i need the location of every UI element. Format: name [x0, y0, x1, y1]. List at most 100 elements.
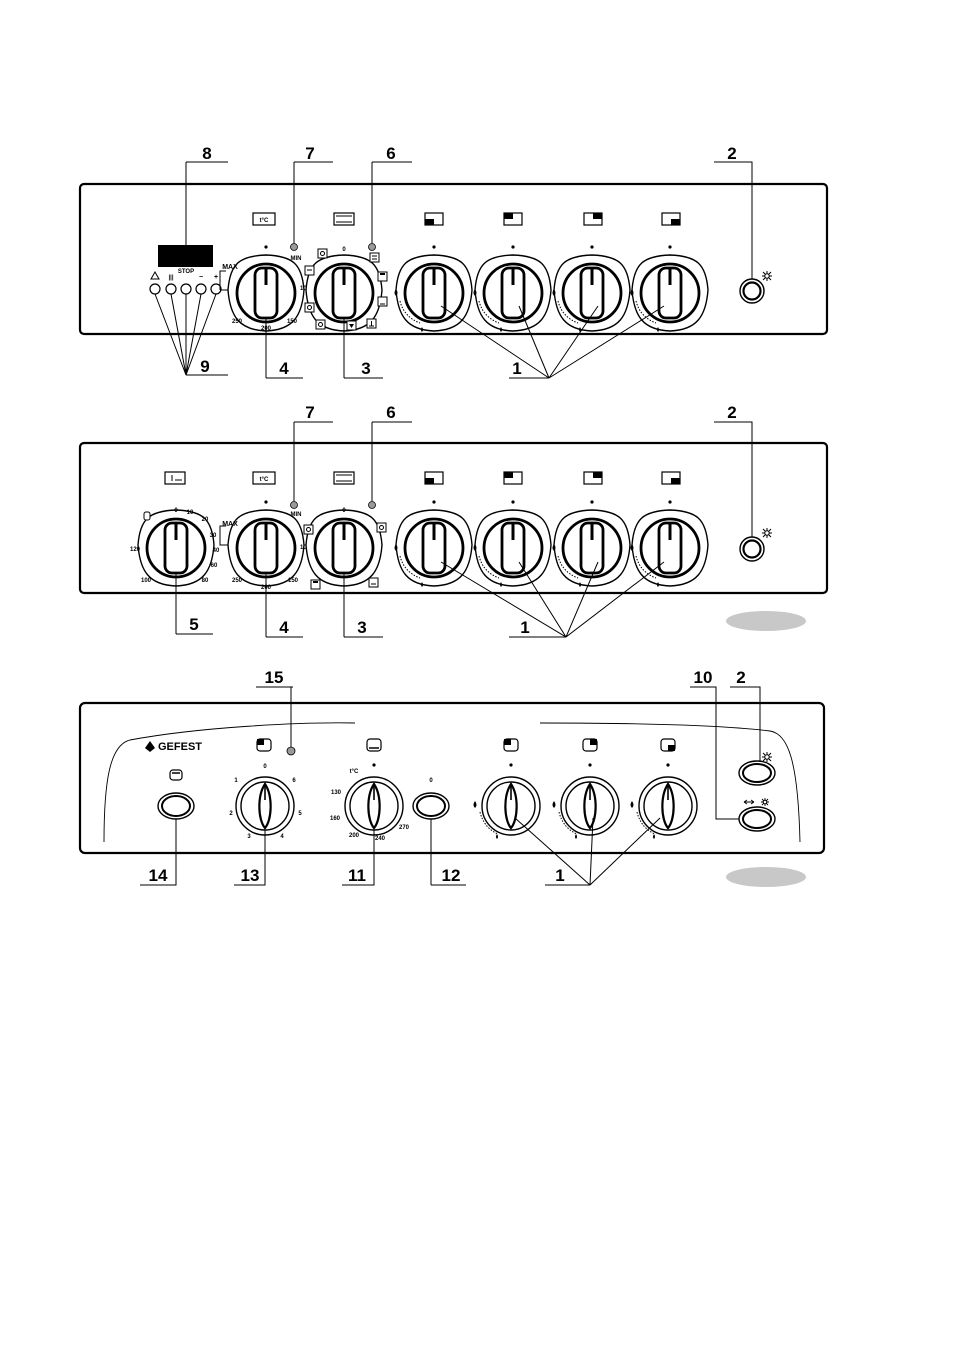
oven-mode-icon: [370, 253, 379, 262]
grill-button[interactable]: [158, 793, 194, 819]
callout-9: 9: [200, 357, 209, 376]
timer-button[interactable]: [166, 284, 176, 294]
callout-7: 7: [305, 144, 314, 163]
burner-position-icon: [584, 472, 602, 484]
oven-button[interactable]: [413, 793, 449, 819]
timer-tick-label: 40: [213, 548, 220, 554]
grey-marker: [726, 867, 806, 887]
oven-tick-label: 130: [331, 790, 342, 796]
timer-button[interactable]: [196, 284, 206, 294]
callout-8: 8: [202, 144, 211, 163]
oven-mode-icon: [367, 739, 381, 751]
temperature-indicator-lamp: [291, 244, 298, 251]
burner-position-icon: [425, 472, 443, 484]
grill-knob[interactable]: [236, 777, 294, 835]
burner-position-icon: [504, 739, 518, 751]
svg-text:t°C: t°C: [260, 477, 269, 483]
ignition-button[interactable]: [740, 279, 764, 303]
timer-tick-label: 20: [202, 517, 209, 523]
burner-position-icon: [584, 213, 602, 225]
temp-min-label: MIN: [291, 256, 302, 262]
burner-position-icon: [661, 739, 675, 751]
fan-icon: [305, 303, 314, 312]
mode-indicator-lamp: [369, 502, 376, 509]
fan-icon: [377, 523, 386, 532]
callout-1: 1: [555, 866, 564, 885]
ignition-spark-icon: [762, 271, 772, 281]
callout-12: 12: [442, 866, 461, 885]
burner-position-icon: [583, 739, 597, 751]
oven-mode-icon: [334, 213, 354, 225]
burner-position-icon: [662, 213, 680, 225]
callout-15: 15: [265, 668, 284, 687]
temp-max-label: MAX: [222, 264, 238, 271]
fan-icon: [316, 320, 325, 329]
brand-name: GEFEST: [158, 741, 202, 753]
oven-tick-label: 270: [399, 825, 410, 831]
svg-text:t°C: t°C: [260, 218, 269, 224]
oven-mode-icon: [369, 578, 378, 587]
callout-10: 10: [694, 668, 713, 687]
burner-position-icon: [425, 213, 443, 225]
oven-tick-label: 240: [375, 836, 386, 842]
timer-tick-label: 60: [211, 563, 218, 569]
thermometer-icon: t°C: [253, 213, 275, 225]
burner-position-icon: [504, 472, 522, 484]
panel-2: t°C 0 10 20 30 40 60 80 100 120 MAX MIN …: [80, 403, 827, 637]
grill-icon: [257, 739, 271, 751]
timer-button-label: |||: [168, 275, 173, 281]
oven-unit-label: t°C: [350, 769, 359, 775]
oven-tick-label: 200: [349, 833, 360, 839]
indicator-lamp: [287, 747, 295, 755]
timer-clock-icon: [144, 512, 150, 520]
timer-button-label: −: [199, 274, 203, 281]
temperature-indicator-lamp: [291, 502, 298, 509]
callout-6: 6: [386, 403, 395, 422]
burner-position-icon: [504, 213, 522, 225]
light-button[interactable]: [739, 807, 775, 831]
callout-3: 3: [357, 618, 366, 637]
temp-150-label: 150: [287, 319, 298, 325]
callout-4: 4: [279, 618, 289, 637]
clock-icon: [165, 472, 185, 484]
grill-icon: [347, 321, 356, 330]
panel-3: GEFEST: [80, 668, 824, 887]
callout-1: 1: [520, 618, 529, 637]
burner-position-icon: [662, 472, 680, 484]
panel-1: t°C ||| STOP − +: [80, 144, 827, 378]
ignition-button[interactable]: [740, 537, 764, 561]
timer-tick-label: 120: [130, 547, 141, 553]
temp-max-label: MAX: [222, 521, 238, 528]
temp-min-label: MIN: [291, 512, 302, 518]
grill-icon: [305, 266, 314, 275]
grill-icon: [170, 770, 182, 780]
timer-tick-label: 10: [187, 510, 194, 516]
fan-icon: [304, 525, 313, 534]
temp-250-label: 250: [232, 578, 243, 584]
timer-button[interactable]: [150, 284, 160, 294]
grey-marker: [726, 611, 806, 631]
oven-mode-icon: [378, 297, 387, 306]
callout-3: 3: [361, 359, 370, 378]
callout-11: 11: [348, 866, 366, 885]
ignition-spark-icon: [762, 752, 772, 762]
timer-button-label: +: [214, 274, 218, 281]
oven-mode-icon: [367, 319, 376, 328]
oven-mode-icon: [378, 272, 387, 281]
callout-13: 13: [241, 866, 260, 885]
callout-5: 5: [189, 615, 198, 634]
thermometer-icon: t°C: [253, 472, 275, 484]
oven-mode-icon: [311, 580, 320, 589]
oven-tick-label: 160: [330, 816, 341, 822]
callout-2: 2: [727, 144, 736, 163]
callout-6: 6: [386, 144, 395, 163]
callout-4: 4: [279, 359, 289, 378]
timer-button[interactable]: [181, 284, 191, 294]
ignition-button[interactable]: [739, 761, 775, 785]
callout-7: 7: [305, 403, 314, 422]
callout-1: 1: [512, 359, 521, 378]
fan-icon: [318, 249, 327, 258]
timer-tick-label: 80: [202, 578, 209, 584]
ignition-spark-icon: [762, 528, 772, 538]
